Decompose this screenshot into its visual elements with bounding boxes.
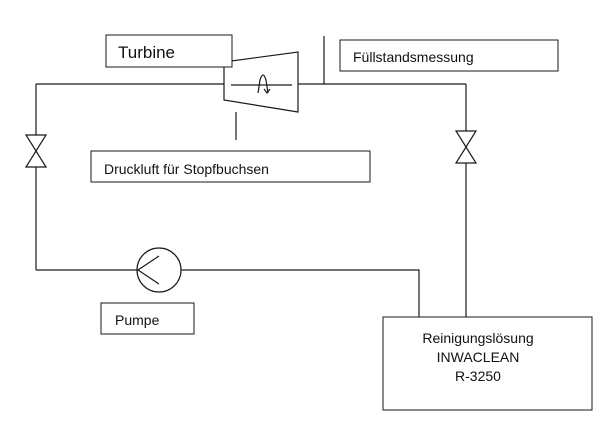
cleaning-solution-tank: Reinigungslösung INWACLEAN R-3250 xyxy=(382,316,593,411)
turbine-icon xyxy=(223,51,299,113)
right-valve-icon xyxy=(454,130,478,164)
pump-label-box: Pumpe xyxy=(100,302,195,335)
gland-air-label: Druckluft für Stopfbuchsen xyxy=(104,161,269,177)
pump-icon xyxy=(136,247,182,293)
tank-label-line2: INWACLEAN xyxy=(437,349,520,365)
level-measurement-box: Füllstandsmessung xyxy=(339,39,559,72)
gland-air-box: Druckluft für Stopfbuchsen xyxy=(90,150,371,183)
pipe-pump-to-tank xyxy=(181,269,420,317)
tank-label-line1: Reinigungslösung xyxy=(422,330,533,346)
turbine-label: Turbine xyxy=(118,43,175,62)
turbine-label-box: Turbine xyxy=(105,34,233,68)
pump-label: Pumpe xyxy=(115,312,160,328)
level-measurement-label: Füllstandsmessung xyxy=(353,49,474,65)
left-valve-icon xyxy=(24,134,48,168)
tank-label-line3: R-3250 xyxy=(455,368,501,384)
piping xyxy=(35,36,467,317)
